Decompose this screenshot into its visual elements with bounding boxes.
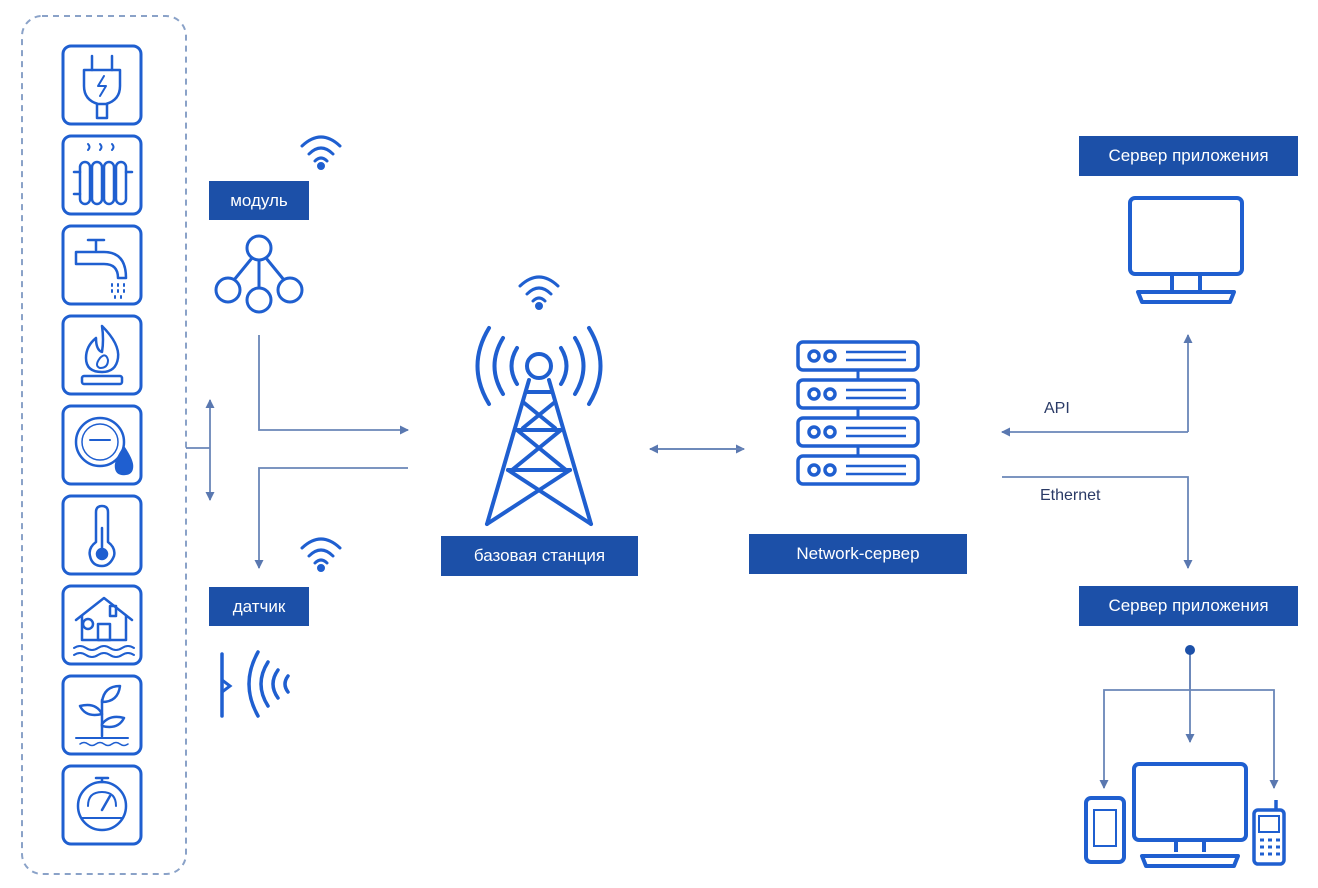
sensor-label: датчик — [209, 587, 309, 626]
gas-flame-icon — [61, 314, 143, 396]
device-panel — [21, 15, 187, 875]
ethernet-label: Ethernet — [1040, 487, 1101, 504]
plant-icon — [61, 674, 143, 756]
wifi-icon — [300, 135, 342, 170]
monitor-icon — [1128, 196, 1244, 304]
device-tiles — [61, 44, 143, 846]
water-tap-icon — [61, 224, 143, 306]
monitor-icon — [1132, 762, 1248, 868]
water-meter-icon — [61, 404, 143, 486]
network-server-label: Network-сервер — [749, 534, 967, 574]
thermometer-icon — [61, 494, 143, 576]
app-server-top-label: Сервер приложения — [1079, 136, 1298, 176]
base-station-label: базовая станция — [441, 536, 638, 576]
junction-dot — [1185, 645, 1195, 655]
mobile-phone-icon — [1252, 800, 1286, 866]
plug-icon — [61, 44, 143, 126]
server-rack-icon — [796, 340, 920, 486]
wifi-icon — [518, 275, 560, 310]
radiator-icon — [61, 134, 143, 216]
app-server-bottom-label: Сервер приложения — [1079, 586, 1298, 626]
sensor-icon — [220, 650, 290, 718]
flooded-house-icon — [61, 584, 143, 666]
wifi-icon — [300, 537, 342, 572]
base-station-tower-icon — [475, 326, 603, 526]
module-network-icon — [214, 234, 304, 314]
pressure-gauge-icon — [61, 764, 143, 846]
module-label: модуль — [209, 181, 309, 220]
connectors — [186, 334, 1279, 789]
api-label: API — [1044, 400, 1070, 417]
smartphone-icon — [1084, 796, 1126, 864]
